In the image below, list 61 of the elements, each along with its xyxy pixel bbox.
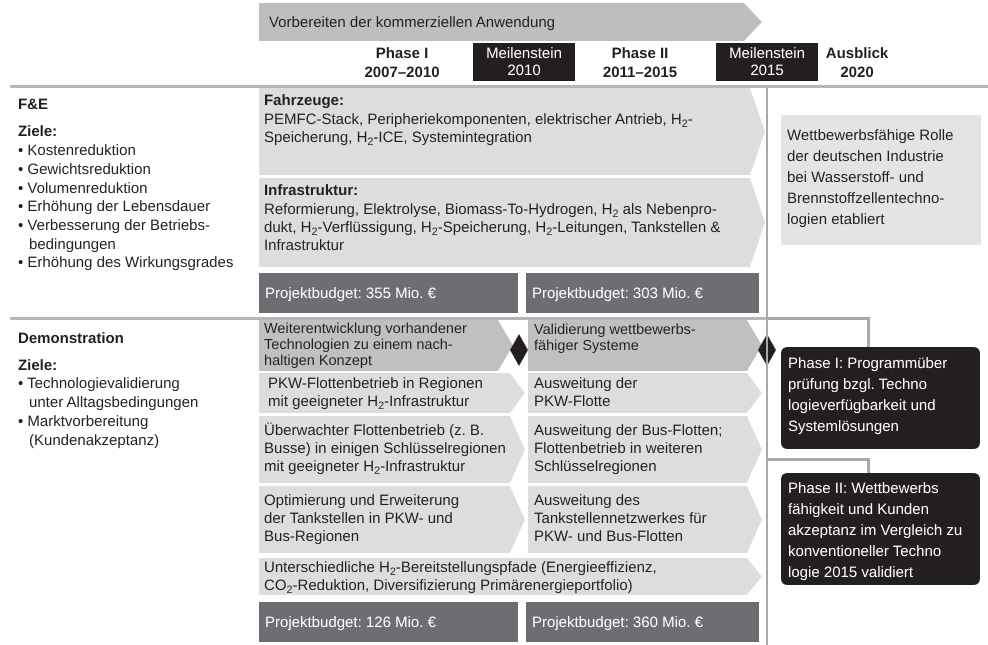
box-heading: Infrastruktur: [264, 182, 360, 200]
box-text: Projektbudget: 360 Mio. € [532, 614, 704, 630]
phase-note-box [781, 473, 980, 585]
box-text: Unterschiedliche H$_{2}$-Bereitstellungspfade (Energieeffizienz, CO$_{2}$-Reduktion, Diversifizierung Primärenergieportfolio) [264, 559, 658, 595]
box-heading: Fahrzeuge: [264, 92, 346, 110]
box-text: Weiterentwicklung vorhandener Technologien zu einem nach- haltigen Konzept [264, 321, 468, 369]
bullet-item: • Volumenreduktion [18, 179, 148, 198]
bullet-item: • Verbesserung der Betriebs- bedingungen [18, 216, 212, 254]
chevron-box [528, 320, 762, 371]
connector-line [768, 458, 870, 473]
box-text: Ausweitung der Bus-Flotten; Flottenbetrieb in weiteren Schlüsselregionen [534, 422, 724, 476]
chevron-box [528, 373, 762, 413]
section-heading: F&E [18, 95, 49, 114]
bullet-item: • Erhöhung des Wirkungsgrades [18, 253, 234, 272]
chevron-box [259, 373, 525, 413]
phase-note-box [781, 347, 980, 449]
box-text: Wettbewerbsfähige Rolle der deutschen Industrie bei Wasserstoff- und Brennstoffzellentechno- logien etabliert [787, 126, 954, 230]
box-text: PKW-Flottenbetrieb in Regionen mit geeigneter H$_{2}$-Infrastruktur [268, 375, 484, 411]
box-text: Überwachter Flottenbetrieb (z. B. Busse) in einigen Schlüsselregionen mit geeigneter H$_{2}$-Infrastruktur [264, 422, 507, 476]
box-text: Projektbudget: 126 Mio. € [265, 614, 437, 630]
phase-header: Phase I 2007–2010 [363, 44, 441, 82]
box-text: Reformierung, Elektrolyse, Biomass-To-Hydrogen, H$_{2}$ als Nebenpro- dukt, H$_{2}$-Verflüssigung, H$_{2}$-Speicherung, H$_{2}$-Leitungen, Tankstellen & Infrastruktur [264, 201, 722, 255]
budget-box [259, 273, 518, 313]
budget-box [526, 273, 759, 313]
bullet-item: • Gewichtsreduktion [18, 160, 152, 179]
box-text: Phase I: Programmüber prüfung bzgl. Techno logieverfügbarkeit und Systemlösungen [788, 354, 948, 437]
bullet-item: • Technologievalidierung unter Alltagsbedingungen [18, 374, 200, 412]
bullet-item: • Marktvorbereitung (Kundenakzeptanz) [18, 412, 160, 450]
chevron-box [259, 320, 513, 371]
section-heading: Demonstration [18, 329, 125, 348]
milestone-box [716, 43, 818, 81]
chevron-box [259, 178, 765, 267]
timeline-line [766, 88, 768, 645]
budget-box [259, 602, 518, 642]
budget-box [526, 602, 759, 642]
box-text: Phase II: Wettbewerbs fähigkeit und Kunden akzeptanz im Vergleich zu konventioneller Techno logie 2015 validiert [788, 479, 964, 583]
goals-heading: Ziele: [18, 122, 58, 141]
box-text: Ausweitung der PKW-Flotte [534, 375, 638, 411]
chevron-box [259, 416, 525, 483]
connector-line [768, 317, 870, 347]
box-text: Optimierung und Erweiterung der Tankstellen in PKW- und Bus-Regionen [264, 492, 460, 546]
box-text: Ausweitung des Tankstellennetzwerkes für PKW- und Bus-Flotten [534, 492, 708, 546]
box-text: Meilenstein 2010 [485, 45, 563, 79]
bullet-item: • Kostenreduktion [18, 141, 137, 160]
bullet-item: • Erhöhung der Lebensdauer [18, 197, 212, 216]
result-box [781, 115, 981, 245]
chevron-box [528, 486, 762, 553]
box-text: PEMFC-Stack, Peripheriekomponenten, elektrischer Antrieb, H$_{2}$-Speicherung, H$_{2}$-ICE, Systemintegration [264, 111, 694, 147]
chevron-box [528, 416, 762, 483]
chevron-box [259, 558, 762, 595]
goals-heading: Ziele: [18, 356, 58, 375]
milestone-box [473, 43, 575, 81]
box-text: Vorbereiten der kommerziellen Anwendung [269, 14, 556, 30]
box-text: Projektbudget: 355 Mio. € [265, 284, 437, 302]
chevron-box [259, 486, 525, 553]
box-text: Projektbudget: 303 Mio. € [532, 284, 704, 302]
box-text: Meilenstein 2015 [728, 45, 806, 79]
chevron-box [259, 88, 765, 175]
box-text: Validierung wettbewerbs- fähiger Systeme [534, 322, 697, 354]
phase-header: Phase II 2011–2015 [602, 44, 678, 82]
phase-header: Ausblick 2020 [824, 44, 890, 82]
